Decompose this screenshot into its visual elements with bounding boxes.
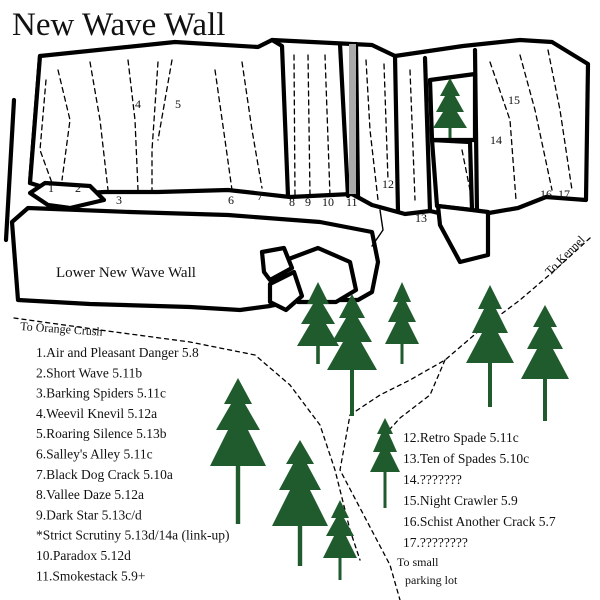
tree-icon xyxy=(466,285,514,407)
column-divider xyxy=(353,41,361,199)
legend-entry: 16.Schist Another Crack 5.7 xyxy=(403,514,556,529)
route-number: 4 xyxy=(135,97,141,111)
trail-to-orange-crush xyxy=(13,317,361,561)
route-number: 13 xyxy=(415,211,427,225)
smokestack-chimney xyxy=(349,44,356,194)
tree-icon xyxy=(297,282,339,364)
route-number: 5 xyxy=(175,97,181,111)
route-number: 17 xyxy=(558,187,570,201)
route-number: 8 xyxy=(289,195,295,209)
route-number: 15 xyxy=(508,93,520,107)
left-edge-line xyxy=(3,97,17,243)
route-number: 9 xyxy=(305,195,311,209)
route-number: 7 xyxy=(257,189,263,203)
legend-entry: 7.Black Dog Crack 5.10a xyxy=(36,467,173,482)
boulder-1-2 xyxy=(27,180,107,211)
legend-entry: 1.Air and Pleasant Danger 5.8 xyxy=(36,345,199,360)
column-divider xyxy=(337,41,351,199)
route-number: 12 xyxy=(382,177,394,191)
trail-label-parking-1: To small xyxy=(397,555,439,569)
route-legend-left: 1.Air and Pleasant Danger 5.8 2.Short Wa… xyxy=(36,345,229,583)
boulder-lower-b xyxy=(267,269,305,313)
column-divider xyxy=(472,47,480,217)
tree-icon xyxy=(272,440,328,566)
tree-icon xyxy=(210,378,266,524)
legend-entry: 11.Smokestack 5.9+ xyxy=(36,568,145,583)
tree-icon xyxy=(521,305,569,421)
route-number: 10 xyxy=(322,195,334,209)
tree-icon xyxy=(385,282,419,364)
tree-icon xyxy=(433,78,467,138)
boulder-lower-c xyxy=(259,245,295,283)
legend-entry: 8.Vallee Daze 5.12a xyxy=(36,487,144,502)
column-divider xyxy=(422,55,433,214)
route-number-labels: 1 2 3 4 5 6 7 8 9 10 11 12 13 14 15 16 1… xyxy=(48,93,570,225)
route-number: 11 xyxy=(346,195,358,209)
route-number: 2 xyxy=(75,181,81,195)
trees xyxy=(210,78,569,580)
route-number: 6 xyxy=(228,193,234,207)
lower-wall-label: Lower New Wave Wall xyxy=(56,265,196,281)
map-title: New Wave Wall xyxy=(12,7,225,43)
tree-icon xyxy=(327,294,377,416)
legend-entry: 13.Ten of Spades 5.10c xyxy=(403,451,529,466)
column-divider xyxy=(269,37,291,199)
legend-entry: 15.Night Crawler 5.9 xyxy=(403,493,518,508)
legend-entry: *Strict Scrutiny 5.13d/14a (link-up) xyxy=(36,528,229,543)
column-divider xyxy=(392,53,401,215)
legend-entry: 4.Weevil Knevil 5.12a xyxy=(36,406,157,421)
legend-entry: 3.Barking Spiders 5.11c xyxy=(36,386,166,401)
legend-entry: 14.??????? xyxy=(403,472,462,487)
legend-entry: 2.Short Wave 5.11b xyxy=(36,365,142,380)
route-lines xyxy=(39,49,573,201)
legend-entry: 5.Roaring Silence 5.13b xyxy=(36,426,167,441)
trail-label-orange-crush: To Orange Crush xyxy=(20,319,103,339)
route-number: 1 xyxy=(48,181,54,195)
legend-entry: 9.Dark Star 5.13c/d xyxy=(36,507,142,522)
legend-entry: 6.Salley's Alley 5.11c xyxy=(36,447,153,462)
legend-entry: 12.Retro Spade 5.11c xyxy=(403,430,519,445)
route-number: 3 xyxy=(116,193,122,207)
upper-block-right xyxy=(429,137,475,213)
tree-icon xyxy=(370,418,400,508)
legend-entry: 10.Paradox 5.12d xyxy=(36,548,131,563)
cliff-base-line xyxy=(371,209,384,247)
trail-label-parking-2: parking lot xyxy=(405,573,458,587)
hanging-pillar xyxy=(435,203,491,265)
route-number: 16 xyxy=(540,187,552,201)
route-legend-right: 12.Retro Spade 5.11c 13.Ten of Spades 5.… xyxy=(403,430,556,550)
legend-entry: 17.???????? xyxy=(403,535,468,550)
route-number: 14 xyxy=(490,133,502,147)
tree-icon xyxy=(323,500,357,580)
trail-label-kennel: To Kennel xyxy=(542,232,588,278)
